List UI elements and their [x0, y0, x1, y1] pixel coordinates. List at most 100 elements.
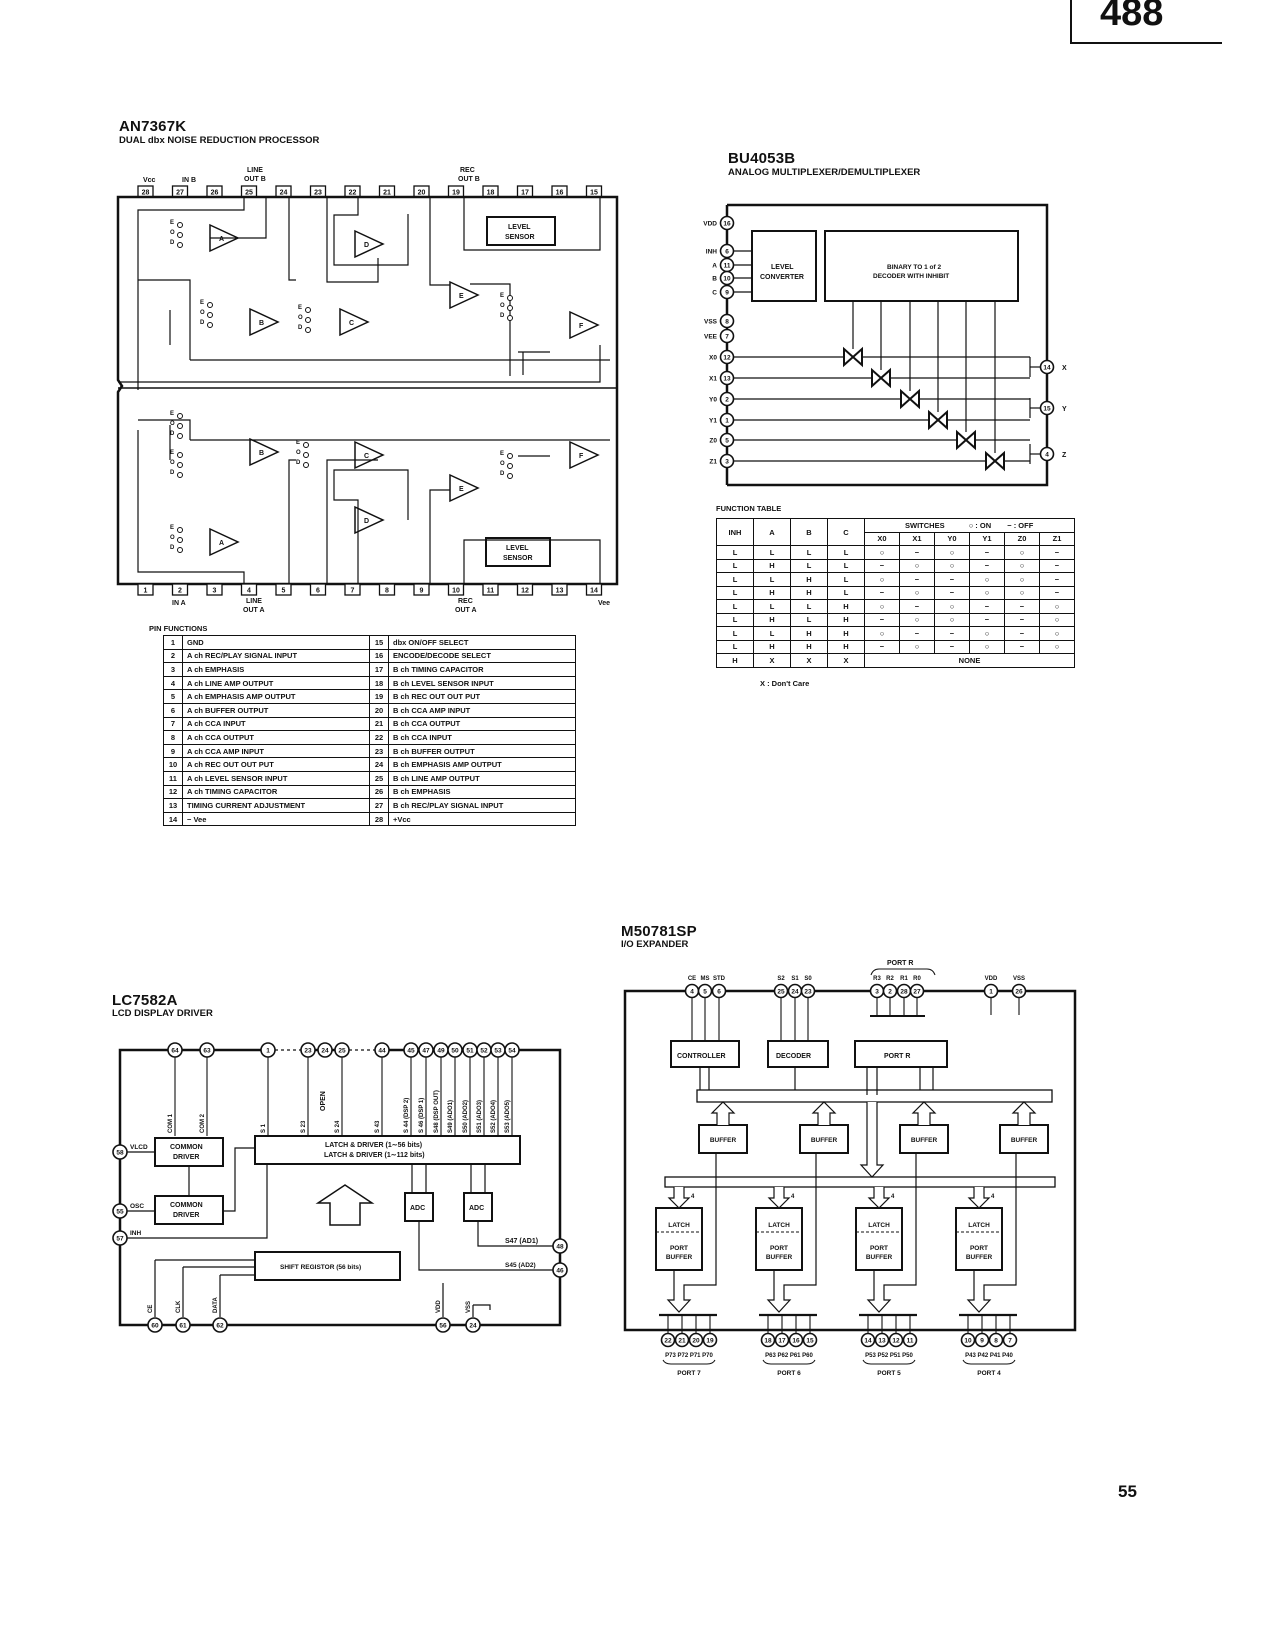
- bottom-pin-number: 3: [213, 588, 217, 595]
- top-pin-circle: [447, 1042, 463, 1058]
- pin-circle-number: 12: [723, 355, 731, 362]
- switch-contact: [303, 442, 309, 448]
- latch-label-2: LATCH & DRIVER (1∼112 bits): [324, 1152, 425, 1159]
- bottom-pin-number: 9: [420, 588, 424, 595]
- pin-number-cell: 20: [369, 702, 389, 718]
- port-pin-circle: [988, 1332, 1004, 1348]
- top-pin-number: 20: [418, 190, 426, 197]
- switch-contact: [507, 453, 513, 459]
- latch-label: LATCH: [768, 1222, 790, 1229]
- left-pin-circle: [112, 1144, 128, 1160]
- output-pin-circle: [1039, 359, 1055, 375]
- function-table-cell: ○: [864, 599, 900, 614]
- col-a: A: [753, 518, 791, 546]
- bottom-pin-number: 14: [590, 588, 598, 595]
- output-pin-label: Z: [1062, 452, 1067, 459]
- left-pin-circle: [112, 1230, 128, 1246]
- legend-off: − : OFF: [1007, 520, 1034, 530]
- switch-contact: [177, 433, 183, 439]
- ic-outline: [623, 989, 1077, 1332]
- function-table-cell: −: [934, 639, 970, 654]
- bottom-pin-label: DATA: [213, 1297, 219, 1313]
- an7367k-title: AN7367K: [119, 118, 187, 135]
- top-pin-circle-number: 3: [875, 989, 879, 996]
- top-pin-circle: [260, 1042, 276, 1058]
- function-table-cell: −: [1039, 558, 1075, 573]
- switch-col-header: Y1: [969, 531, 1005, 546]
- internal-bus: [696, 1089, 1053, 1103]
- pin-function-cell: A ch REC/PLAY SIGNAL INPUT: [182, 648, 370, 664]
- col-b: B: [790, 518, 828, 546]
- pin-number-cell: 5: [163, 689, 183, 704]
- pin-number-cell: 2: [163, 648, 183, 664]
- buffer-block: [999, 1124, 1049, 1154]
- bus-arrow-icon: [767, 1187, 791, 1209]
- port-pin-circle: [688, 1332, 704, 1348]
- bus-arrow-icon: [911, 1101, 937, 1125]
- pin-function-cell: B ch LINE AMP OUTPUT: [388, 770, 576, 786]
- bottom-pin-box: [137, 583, 154, 596]
- level-sensor-a: [485, 537, 551, 567]
- left-pin-label: OSC: [130, 1203, 144, 1210]
- function-table-cell: −: [934, 626, 970, 641]
- switch-label: D: [200, 320, 205, 326]
- top-pin-number: 22: [349, 190, 357, 197]
- segment-label: S48 (DSP OUT): [434, 1090, 440, 1133]
- switch-contact: [177, 232, 183, 238]
- switch-label: E: [170, 411, 174, 417]
- switch-col-header: X1: [899, 531, 935, 546]
- pin-label-line-out-b-2: OUT B: [244, 176, 266, 183]
- switch-contact: [507, 295, 513, 301]
- port-pin-circle-number: 22: [664, 1338, 672, 1345]
- function-table-cell: −: [969, 558, 1005, 573]
- switch-contact: [177, 547, 183, 553]
- pin-circle: [719, 349, 735, 365]
- top-pin-circle: [711, 983, 727, 999]
- top-pin-circle-number: 6: [717, 989, 721, 996]
- pin-function-cell: B ch BUFFER OUTPUT: [388, 743, 576, 759]
- decoder-label-1: BINARY TO 1 of 2: [887, 264, 941, 271]
- function-table-cell: H: [827, 599, 865, 614]
- function-table-cell: −: [1039, 545, 1075, 560]
- latch-label: LATCH: [968, 1222, 990, 1229]
- buffer-label: BUFFER: [710, 1137, 737, 1144]
- pin-function-cell: B ch CCA AMP INPUT: [388, 702, 576, 718]
- segment-label: S50 (ADO2): [463, 1100, 469, 1133]
- port-name: PORT 5: [877, 1370, 901, 1377]
- left-pin-circle-number: 55: [116, 1209, 124, 1216]
- analog-switch-icon: [843, 346, 863, 368]
- left-pin-circle-number: 58: [116, 1150, 124, 1157]
- port-pin-circle-number: 16: [792, 1338, 800, 1345]
- pin-label: Z1: [709, 459, 717, 466]
- port-buffer-label-1: PORT: [970, 1245, 988, 1252]
- top-pin-label: R2: [886, 976, 894, 982]
- wiring: [118, 197, 610, 584]
- pin-number-cell: 21: [369, 716, 389, 732]
- lc7582a-schematic: COMMON DRIVER COMMON DRIVER LATCH & DRIV…: [112, 1042, 568, 1333]
- switch-label: O: [200, 310, 205, 316]
- level-converter-label-2: CONVERTER: [760, 274, 804, 281]
- port-r-label: PORT R: [887, 960, 913, 967]
- function-table-cell: L: [790, 599, 828, 614]
- function-table-cell: −: [864, 558, 900, 573]
- bottom-pin-label: VDD: [436, 1300, 442, 1313]
- function-table-cell: −: [899, 545, 935, 560]
- pin-number-cell: 26: [369, 784, 389, 800]
- pin-function-cell: B ch REC OUT OUT PUT: [388, 689, 576, 704]
- switch-contact: [305, 327, 311, 333]
- port-pin-labels: P53 P52 P51 P50: [865, 1353, 913, 1359]
- pin-circle-number: 10: [723, 276, 731, 283]
- function-table-cell: L: [716, 558, 754, 573]
- pin-function-cell: +Vcc: [388, 811, 576, 827]
- function-table-cell: L: [716, 612, 754, 627]
- pin-function-cell: A ch CCA INPUT: [182, 716, 370, 732]
- port-pin-labels: P63 P62 P61 P60: [765, 1353, 813, 1359]
- function-table-cell: L: [716, 572, 754, 587]
- pin-function-cell: B ch REC/PLAY SIGNAL INPUT: [388, 798, 576, 813]
- port-name: PORT 6: [777, 1370, 801, 1377]
- pin-circle: [719, 270, 735, 286]
- function-table-cell: ○: [1039, 612, 1075, 627]
